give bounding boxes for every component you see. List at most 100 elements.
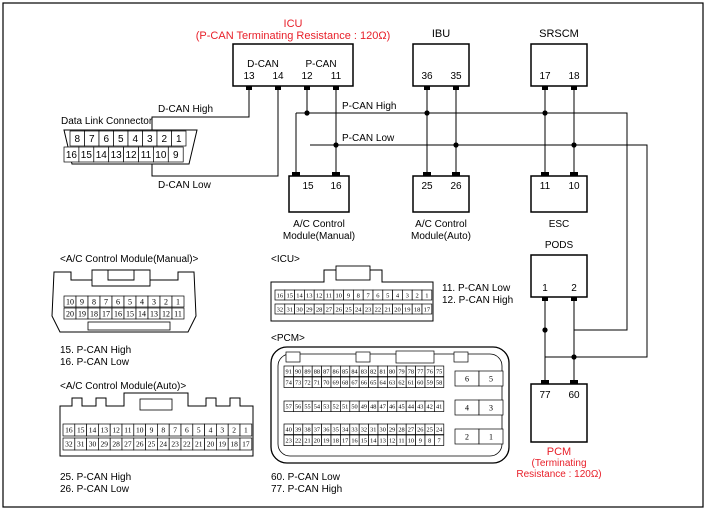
- icu-pin-number: 5: [386, 292, 389, 299]
- splice-dot: [571, 142, 577, 148]
- pcm-pin-number: 73: [295, 380, 301, 387]
- pcm-pin-number: 17: [342, 438, 348, 445]
- pcm-pin-number: 87: [323, 369, 329, 376]
- dlc-pin-number: 13: [111, 150, 123, 161]
- ac-manual-pin-number: 2: [164, 297, 168, 306]
- ibu-pin-35: 35: [450, 71, 462, 82]
- pcm-pin-number: 13: [380, 438, 386, 445]
- pcm-pin-cell: [434, 434, 445, 446]
- esc-pin-10: 10: [568, 181, 580, 192]
- ac-auto-pin-number: 18: [230, 440, 238, 449]
- splice-points: [304, 110, 577, 360]
- icu-pin-number: 15: [286, 292, 293, 299]
- connector-icu-latch: [335, 265, 371, 281]
- ibu-box: [412, 43, 470, 87]
- connector-pcm-note-1: 60. P-CAN Low: [271, 472, 341, 483]
- pcm-pin-number: 31: [370, 427, 376, 434]
- pcm-housing-slot: [355, 351, 371, 363]
- pcm-power-pin-number: 4: [465, 403, 469, 412]
- icu-pin-number: 25: [345, 306, 352, 313]
- pcan-low-label: P-CAN Low: [342, 133, 395, 144]
- ac-manual-pin-number: 18: [90, 309, 98, 318]
- connector-pcm-title: <PCM>: [271, 333, 305, 344]
- dcan-high-label: D-CAN High: [158, 104, 213, 115]
- pcm-pin-number: 24: [436, 427, 443, 434]
- pcm-pin-number: 8: [428, 438, 431, 445]
- pcm-pin-number: 66: [361, 380, 367, 387]
- pcm-pin-number: 39: [295, 427, 301, 434]
- ac-manual-pin-number: 15: [126, 309, 134, 318]
- icu-pin-11: 11: [331, 71, 342, 82]
- pods-title: PODS: [545, 240, 574, 251]
- esc-module: 11 10 ESC: [530, 172, 588, 230]
- dlc-pin-number: 11: [141, 150, 152, 161]
- pcm-title: PCM: [547, 446, 571, 458]
- pcm-pin-number: 15: [361, 438, 367, 445]
- pcan-high-bus: [296, 90, 628, 380]
- ac-auto-pin-number: 32: [65, 440, 73, 449]
- splice-dot: [453, 142, 459, 148]
- dcan-high-wire: [151, 90, 250, 130]
- ac-manual-pin-number: 17: [102, 309, 110, 318]
- ac-manual-pin-number: 10: [66, 297, 74, 306]
- ac-auto-terminal-26: [452, 172, 460, 176]
- ac-auto-pin-number: 27: [124, 440, 132, 449]
- pcm-power-pin-number: 5: [489, 374, 493, 383]
- pcm-pin-number: 45: [398, 404, 404, 411]
- pcm-pin-number: 68: [342, 380, 348, 387]
- ac-manual-pin-cell: [171, 307, 185, 320]
- pcm-pin-number: 33: [351, 427, 357, 434]
- ac-manual-drops: [295, 113, 337, 172]
- srscm-terminal-18: [571, 86, 577, 90]
- pcm-power-pin-cell: [478, 428, 504, 445]
- pcm-pin-number: 65: [370, 380, 376, 387]
- pcm-pin-number: 60: [417, 380, 423, 387]
- dlc-pin-number: 8: [74, 134, 80, 145]
- connector-ac-manual-latch: [91, 269, 151, 287]
- pcm-power-pin-number: 3: [489, 403, 493, 412]
- srscm-pin-18: 18: [568, 71, 580, 82]
- pcm-pin-number: 61: [408, 380, 414, 387]
- splice-dot: [424, 110, 430, 116]
- connector-ac-auto-title: <A/C Control Module(Auto)>: [60, 381, 186, 392]
- ac-auto-pin-number: 10: [136, 426, 144, 435]
- pods-drops: [544, 301, 575, 357]
- ac-manual-pin-number: 13: [150, 309, 158, 318]
- pcm-pin-number: 38: [304, 427, 310, 434]
- pcm-pin-number: 62: [398, 380, 404, 387]
- connector-ac-manual-key: [87, 321, 171, 331]
- icu-pin-number: 21: [384, 306, 391, 313]
- pcm-pin-number: 28: [398, 427, 404, 434]
- pcm-pin-number: 21: [304, 438, 310, 445]
- icu-pin-number: 18: [414, 306, 421, 313]
- pcm-pin-number: 90: [295, 369, 301, 376]
- ibu-ac-auto-drops: [426, 90, 457, 172]
- pcm-pin-number: 30: [380, 427, 386, 434]
- ibu-terminal-35: [453, 86, 459, 90]
- pcm-pin-number: 18: [333, 438, 339, 445]
- icu-pin-number: 23: [365, 306, 372, 313]
- connector-ac-auto-latch: [139, 398, 173, 411]
- pods-terminal-2: [571, 297, 577, 301]
- connector-icu-title: <ICU>: [271, 254, 300, 265]
- icu-pin-number: 11: [326, 292, 332, 299]
- pcm-terminal-60: [570, 380, 578, 384]
- pcm-pin-cell: [434, 400, 445, 412]
- icu-pin-number: 9: [347, 292, 350, 299]
- pcm-power-pin-cell: [478, 370, 504, 387]
- pcm-terminating-line1: (Terminating: [531, 458, 586, 469]
- pcm-housing-slot: [285, 351, 301, 363]
- pcm-power-pin-number: 6: [465, 374, 469, 383]
- connector-ac-auto-note-1: 25. P-CAN High: [60, 472, 131, 483]
- ac-manual-pin-15: 15: [302, 181, 314, 192]
- icu-pin-number: 3: [406, 292, 409, 299]
- icu-pin-number: 30: [296, 306, 303, 313]
- ac-auto-box: [412, 175, 470, 213]
- pcm-terminating-line2: Resistance : 120Ω): [516, 469, 601, 480]
- pcm-pin-number: 84: [351, 369, 358, 376]
- ibu-terminal-36: [424, 86, 430, 90]
- srscm-pin-17: 17: [539, 71, 551, 82]
- icu-terminal-11: [333, 86, 339, 90]
